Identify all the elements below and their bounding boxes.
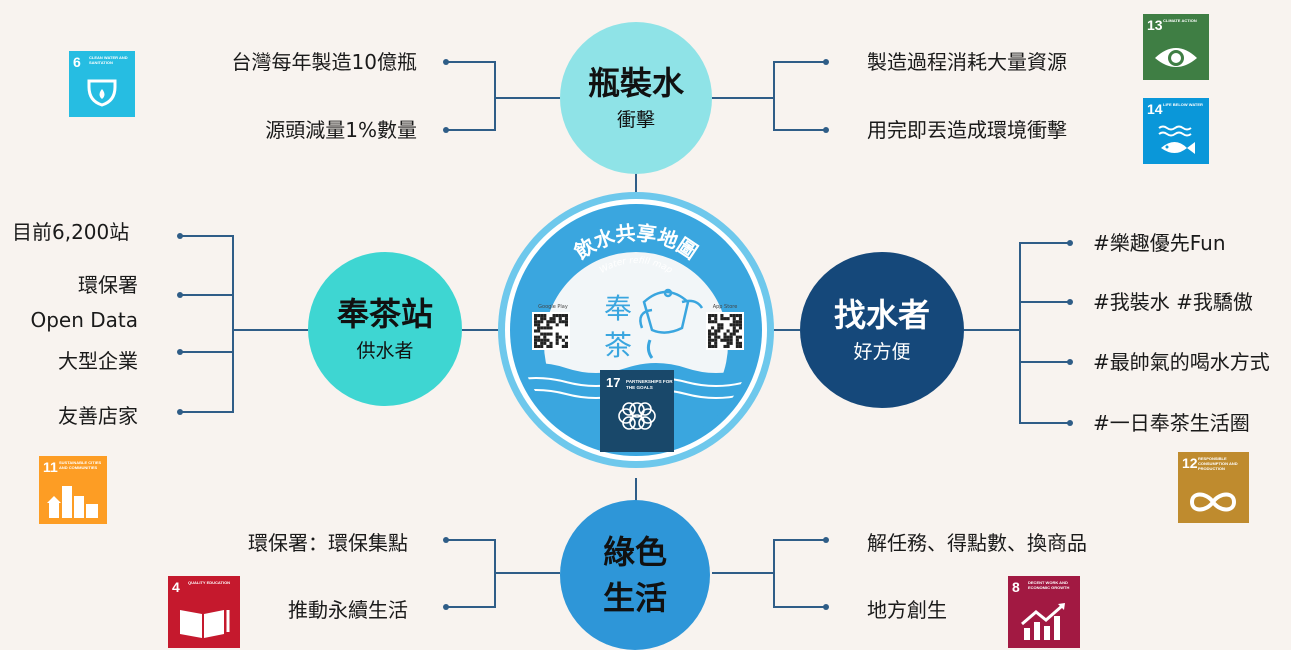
growth-chart-icon bbox=[1021, 603, 1065, 640]
node-title: 找水者 bbox=[833, 296, 930, 334]
sdg-number: 12 bbox=[1182, 455, 1198, 471]
sdg-caption: CLEAN WATER AND SANITATION bbox=[89, 55, 128, 65]
svg-text:茶: 茶 bbox=[604, 329, 632, 362]
sdg6-tile: 6 CLEAN WATER AND SANITATION bbox=[69, 51, 135, 117]
label-resource-consumption: 製造過程消耗大量資源 bbox=[867, 50, 1067, 74]
water-drop-icon bbox=[87, 79, 117, 107]
label-station-count: 目前6,200站 bbox=[12, 220, 130, 244]
sdg-number: 14 bbox=[1147, 101, 1163, 117]
book-icon bbox=[180, 610, 230, 638]
label-missions: 解任務、得點數、換商品 bbox=[867, 531, 1087, 555]
flower-icon bbox=[618, 402, 656, 430]
node-title: 綠色 bbox=[602, 533, 667, 571]
svg-text:奉: 奉 bbox=[604, 292, 632, 325]
label-epa: 環保署 bbox=[78, 273, 138, 297]
label-sustainable-life: 推動永續生活 bbox=[288, 598, 408, 622]
sdg14-tile: 14 LIFE BELOW WATER bbox=[1143, 98, 1209, 164]
teapot-icon bbox=[639, 288, 704, 334]
sdg-caption: DECENT WORK AND ECONOMIC GROWTH bbox=[1028, 580, 1070, 590]
label-open-data: Open Data bbox=[30, 308, 138, 332]
label-one-day-circle: #一日奉茶生活圈 bbox=[1093, 411, 1250, 435]
sdg-number: 4 bbox=[172, 579, 180, 595]
label-source-reduction: 源頭減量1%數量 bbox=[265, 118, 417, 142]
qr-code-right[interactable] bbox=[706, 312, 744, 350]
node-water-station: 奉茶站 供水者 bbox=[308, 252, 462, 406]
label-friendly-shops: 友善店家 bbox=[58, 404, 138, 428]
label-environment-impact: 用完即丟造成環境衝擊 bbox=[867, 118, 1067, 142]
sdg13-tile: 13 CLIMATE ACTION bbox=[1143, 14, 1209, 80]
sdg8-tile: 8 DECENT WORK AND ECONOMIC GROWTH bbox=[1008, 576, 1080, 648]
eye-globe-icon bbox=[1155, 48, 1197, 67]
sdg-caption: RESPONSIBLE CONSUMPTION AND PRODUCTION bbox=[1198, 456, 1238, 471]
node-title: 奉茶站 bbox=[336, 295, 433, 333]
sdg4-tile: 4 QUALITY EDUCATION bbox=[168, 576, 240, 648]
label-local-revitalization: 地方創生 bbox=[867, 598, 947, 622]
label-proud: #我裝水 #我驕傲 bbox=[1093, 290, 1253, 314]
sdg-caption: SUSTAINABLE CITIES AND COMMUNITIES bbox=[59, 460, 102, 470]
sdg-number: 13 bbox=[1147, 17, 1163, 33]
label-fun-first: #樂趣優先Fun bbox=[1093, 231, 1226, 255]
svg-text:Google Play: Google Play bbox=[538, 304, 568, 310]
node-subtitle: 衝擊 bbox=[616, 109, 655, 131]
infinity-icon bbox=[1189, 492, 1237, 512]
sdg-number: 8 bbox=[1012, 579, 1020, 595]
sdg12-tile: 12 RESPONSIBLE CONSUMPTION AND PRODUCTIO… bbox=[1178, 452, 1249, 523]
sdg-number: 11 bbox=[43, 459, 58, 475]
node-subtitle: 好方便 bbox=[853, 341, 911, 363]
fish-icon bbox=[1158, 125, 1195, 154]
sdg-caption: CLIMATE ACTION bbox=[1163, 18, 1197, 23]
node-green-life: 綠色 生活 bbox=[560, 500, 710, 650]
node-title: 瓶裝水 bbox=[587, 64, 684, 102]
node-title-2: 生活 bbox=[602, 579, 667, 617]
label-enterprises: 大型企業 bbox=[58, 349, 138, 373]
node-subtitle: 供水者 bbox=[356, 340, 414, 362]
sdg-caption: LIFE BELOW WATER bbox=[1163, 102, 1203, 107]
svg-text:17: 17 bbox=[606, 375, 620, 390]
sdg-number: 6 bbox=[73, 54, 81, 70]
node-bottled-water: 瓶裝水 衝擊 bbox=[560, 22, 712, 174]
label-epa-points: 環保署：環保集點 bbox=[248, 531, 408, 555]
label-coolest-way: #最帥氣的喝水方式 bbox=[1093, 350, 1270, 374]
label-annual-bottles: 台灣每年製造10億瓶 bbox=[231, 50, 417, 74]
sdg11-tile: 11 SUSTAINABLE CITIES AND COMMUNITIES bbox=[39, 456, 107, 524]
center-badge: 飲水共享地圖 Water refill map Google Play App … bbox=[498, 192, 774, 468]
svg-text:App Store: App Store bbox=[713, 304, 738, 310]
node-water-seeker: 找水者 好方便 bbox=[800, 252, 964, 408]
qr-code-left[interactable] bbox=[532, 312, 570, 350]
sdg-caption: QUALITY EDUCATION bbox=[188, 580, 231, 585]
city-icon bbox=[47, 486, 98, 518]
